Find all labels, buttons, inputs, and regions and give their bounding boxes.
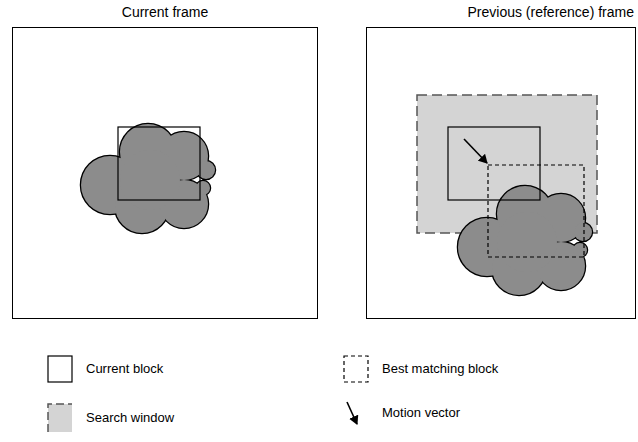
object-cloud xyxy=(458,186,592,295)
legend-label: Best matching block xyxy=(382,361,498,376)
legend-label: Current block xyxy=(86,361,163,376)
legend-sample xyxy=(347,402,357,424)
motion-vector xyxy=(464,139,487,163)
current-block xyxy=(118,127,200,200)
frame-box: Previous (reference) frame xyxy=(366,27,636,319)
legend-sample xyxy=(48,356,72,382)
frame-box: Current frame xyxy=(12,27,318,319)
legend-label: Motion vector xyxy=(382,405,460,420)
frame-heading: Current frame xyxy=(13,4,317,20)
legend-label: Search window xyxy=(86,410,174,425)
object-cloud xyxy=(81,124,215,233)
legend-sample xyxy=(48,404,72,432)
frame-heading: Previous (reference) frame xyxy=(467,4,634,20)
best-matching-block xyxy=(488,165,584,257)
current-block xyxy=(448,127,540,200)
legend-sample xyxy=(48,404,72,432)
legend-sample xyxy=(344,356,368,382)
